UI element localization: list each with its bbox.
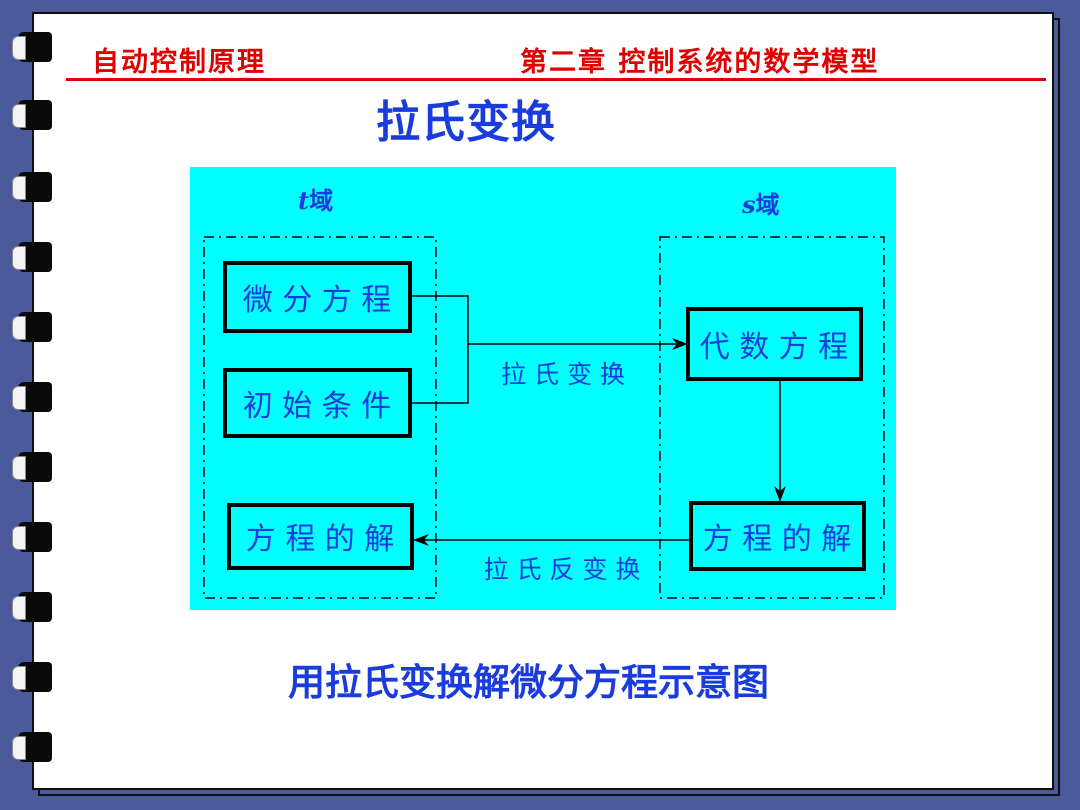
initial-condition-box: 初 始 条 件 — [223, 368, 412, 438]
svg-text:初 始 条 件: 初 始 条 件 — [243, 389, 392, 424]
course-title: 自动控制原理 — [92, 47, 266, 78]
svg-text:代 数 方 程: 代 数 方 程 — [700, 330, 849, 365]
svg-text:方 程 的 解: 方 程 的 解 — [246, 522, 395, 557]
binding-ring — [12, 312, 52, 342]
header-divider — [66, 78, 1046, 81]
differential-equation-box: 微 分 方 程 — [223, 261, 412, 333]
inverse-transform-label: 拉 氏 反 变 换 — [484, 555, 641, 584]
s-domain-solution-box: 方 程 的 解 — [689, 501, 866, 571]
binding-ring — [12, 172, 52, 202]
s-domain-label: s域 — [741, 190, 780, 219]
laplace-diagram: t域 s域 微 分 方 程 初 始 条 件 代 数 方 程 方 程 的 解 方 … — [190, 167, 896, 610]
binding-ring — [12, 592, 52, 622]
chapter-title: 第二章 控制系统的数学模型 — [520, 47, 880, 78]
binding-ring — [12, 732, 52, 762]
binding-ring — [12, 100, 52, 130]
slide-title: 拉氏变换 — [376, 97, 556, 148]
svg-text:方 程 的 解: 方 程 的 解 — [703, 522, 852, 557]
svg-text:微 分 方 程: 微 分 方 程 — [243, 283, 392, 318]
binding-ring — [12, 382, 52, 412]
binding-ring — [12, 662, 52, 692]
algebraic-equation-box: 代 数 方 程 — [686, 307, 863, 381]
t-domain-solution-box: 方 程 的 解 — [227, 503, 414, 570]
diagram-canvas: t域 s域 微 分 方 程 初 始 条 件 代 数 方 程 方 程 的 解 方 … — [203, 186, 885, 599]
t-domain-label: t域 — [298, 186, 333, 215]
laplace-transform-label: 拉 氏 变 换 — [501, 360, 625, 389]
binding-ring — [12, 522, 52, 552]
binding-ring — [12, 242, 52, 272]
merge-bracket — [410, 295, 469, 404]
binding-ring — [12, 32, 52, 62]
binding-ring — [12, 452, 52, 482]
s-domain-frame — [659, 236, 885, 599]
diagram-caption: 用拉氏变换解微分方程示意图 — [288, 661, 769, 704]
t-domain-frame — [203, 236, 437, 599]
